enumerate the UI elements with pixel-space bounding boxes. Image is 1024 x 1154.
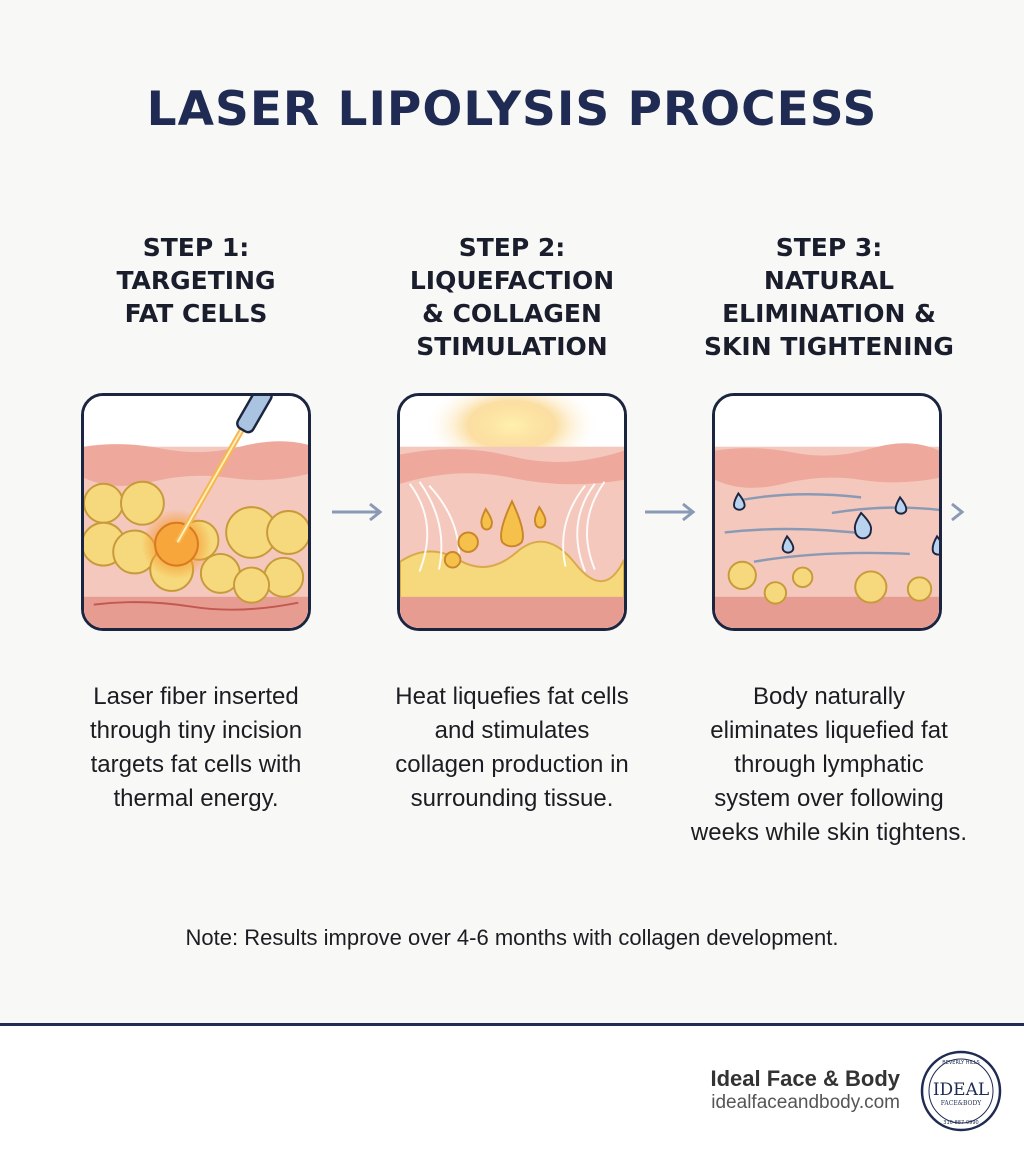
desc-line: eliminates liquefied fat — [710, 717, 948, 744]
desc-line: targets fat cells with — [90, 751, 302, 778]
desc-line: and stimulates — [434, 717, 590, 744]
results-note: Note: Results improve over 4-6 months wi… — [185, 925, 839, 950]
step-3-illustration — [712, 393, 942, 631]
step-1-description: Laser fiber inserted through tiny incisi… — [36, 680, 356, 816]
step-2-heading: STEP 2: LIQUEFACTION & COLLAGEN STIMULAT… — [362, 231, 662, 363]
desc-line: weeks while skin tightens. — [690, 819, 968, 846]
step-2-description: Heat liquefies fat cells and stimulates … — [352, 680, 672, 816]
step-1-heading-line: TARGETING — [116, 266, 276, 295]
desc-line: thermal energy. — [113, 785, 279, 812]
step-3-heading-line: ELIMINATION & — [722, 299, 936, 328]
step-2-heading-line: & COLLAGEN — [422, 299, 602, 328]
ideal-face-body-logo: BEVERLY HILLS IDEAL FACE&BODY 310-887-99… — [920, 1050, 1002, 1132]
desc-line: Heat liquefies fat cells — [395, 683, 629, 710]
desc-line: Laser fiber inserted — [93, 683, 299, 710]
liquefied-fat-drops — [443, 498, 547, 569]
step-2-heading-line: STEP 2: — [458, 233, 566, 262]
step-arrow-icon — [645, 502, 696, 522]
heated-fat-cell — [154, 521, 199, 567]
page-title: LASER LIPOLYSIS PROCESS — [146, 82, 878, 137]
logo-sub: FACE&BODY — [941, 1100, 983, 1107]
desc-line: surrounding tissue. — [410, 785, 614, 812]
desc-line: Body naturally — [752, 683, 906, 710]
step-3-heading-line: SKIN TIGHTENING — [704, 332, 954, 361]
desc-line: through lymphatic — [734, 751, 924, 778]
step-3-heading-line: STEP 3: — [775, 233, 883, 262]
logo-bottom-text: 310-887-9990 — [943, 1120, 978, 1126]
step-1-heading-line: STEP 1: — [142, 233, 250, 262]
step-2-heading-line: STIMULATION — [416, 332, 608, 361]
desc-line: system over following — [714, 785, 944, 812]
step-1-heading-line: FAT CELLS — [124, 299, 268, 328]
brand-url[interactable]: idealfaceandbody.com — [711, 1092, 900, 1113]
fluid-droplets — [733, 491, 939, 556]
remaining-fat-cells — [727, 560, 933, 605]
lymphatic-flow-arrows — [724, 493, 939, 563]
logo-word: IDEAL — [933, 1080, 989, 1100]
step-2-illustration — [397, 393, 627, 631]
step-arrow-icon — [332, 502, 383, 522]
step-3-heading: STEP 3: NATURAL ELIMINATION & SKIN TIGHT… — [679, 231, 979, 363]
footer — [0, 1026, 1024, 1154]
logo-top-text: BEVERLY HILLS — [942, 1060, 979, 1066]
desc-line: through tiny incision — [89, 717, 303, 744]
desc-line: collagen production in — [395, 751, 629, 778]
laser-fiber — [236, 396, 273, 434]
step-1-heading: STEP 1: TARGETING FAT CELLS — [46, 231, 346, 330]
step-3-heading-line: NATURAL — [763, 266, 895, 295]
flow-out-arrow-icon — [951, 502, 965, 522]
step-1-illustration — [81, 393, 311, 631]
footer-divider — [0, 1023, 1024, 1026]
step-2-heading-line: LIQUEFACTION — [409, 266, 615, 295]
brand-name: Ideal Face & Body — [710, 1066, 900, 1091]
step-3-description: Body naturally eliminates liquefied fat … — [669, 680, 989, 850]
